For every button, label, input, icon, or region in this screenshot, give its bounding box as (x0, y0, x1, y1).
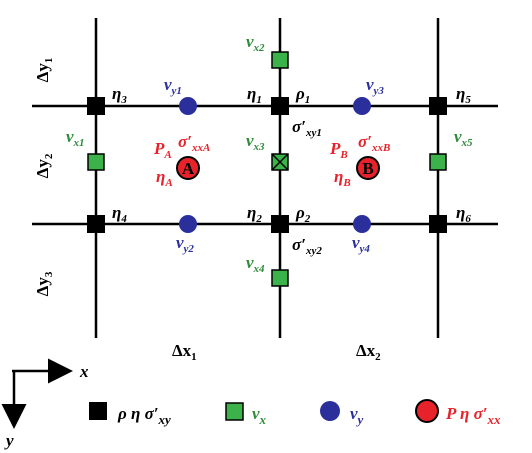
rho2-label: ρ2 (295, 203, 311, 225)
cell-B-labels: PB σ′xxB ηB (329, 132, 390, 189)
pressure-node-A-marker: A (182, 159, 195, 178)
legend-vx-swatch (225, 402, 244, 421)
basic-node-eta6 (429, 215, 447, 233)
legend-vy-label: vy (350, 404, 364, 427)
rho1-label: ρ1 (295, 84, 310, 106)
eta5-label: η5 (456, 84, 471, 106)
vx-node-1 (87, 153, 105, 171)
basic-node-eta2 (271, 215, 289, 233)
vy-node-2 (179, 215, 197, 233)
dy2-label: Δy2 (33, 153, 55, 178)
vx-node-2 (271, 51, 289, 69)
sxy1-label: σ′xy1 (292, 117, 322, 139)
basic-node-labels: η3 η1 ρ1 σ′xy1 η5 η4 η2 ρ2 σ′xy2 η6 (112, 84, 471, 257)
x-axis-label: x (79, 362, 89, 381)
vy4-label: vy4 (352, 233, 370, 255)
basic-node-eta1 (271, 97, 289, 115)
vy-node-1 (179, 97, 197, 115)
pressure-node-B (356, 156, 380, 180)
spacing-labels: Δy1 Δy2 Δy3 Δx1 Δx2 (33, 58, 381, 363)
cell-A-sigma-label: σ′xxA (178, 132, 210, 154)
legend-pressure-swatch (415, 399, 439, 423)
vx5-label: vx5 (454, 127, 473, 149)
eta2-label: η2 (247, 203, 262, 225)
vy-node-4 (353, 215, 371, 233)
vx-labels: vx2 vx1 vx3 vx5 vx4 (66, 32, 473, 275)
legend: ρ η σ′xy vx vy P η σ′xx (89, 399, 501, 427)
vx4-label: vx4 (246, 253, 265, 275)
vx-node-5 (429, 153, 447, 171)
legend-pressure-label: P η σ′xx (445, 404, 501, 427)
legend-vx-label: vx (252, 404, 267, 427)
pressure-nodes: A B (176, 156, 380, 180)
dy3-label: Δy3 (33, 271, 55, 296)
basic-node-eta3 (87, 97, 105, 115)
legend-basic-label: ρ η σ′xy (117, 404, 171, 427)
vy2-label: vy2 (176, 233, 194, 255)
eta4-label: η4 (112, 203, 127, 225)
vx2-label: vx2 (246, 32, 265, 54)
cell-A-labels: PA σ′xxA ηA (153, 132, 210, 189)
vy-nodes (179, 97, 371, 233)
pressure-node-B-marker: B (362, 159, 373, 178)
vx1-label: vx1 (66, 127, 85, 149)
vx3-label: vx3 (246, 131, 265, 153)
grid-lines (32, 18, 498, 338)
vy-node-3 (353, 97, 371, 115)
eta1-label: η1 (247, 84, 262, 106)
eta3-label: η3 (112, 84, 127, 106)
cell-B-pressure-label: PB (329, 139, 348, 161)
vx3-cross-mark (271, 153, 289, 171)
cell-B-sigma-label: σ′xxB (358, 132, 390, 154)
cell-B-eta-label: ηB (334, 167, 351, 189)
vy-labels: vy1 vy3 vy2 vy4 (164, 75, 384, 255)
eta6-label: η6 (456, 203, 471, 225)
vy1-label: vy1 (164, 75, 182, 97)
basic-nodes (87, 97, 447, 233)
legend-basic-swatch (89, 402, 107, 420)
cell-A-eta-label: ηA (156, 167, 173, 189)
pressure-node-A (176, 156, 200, 180)
dx2-label: Δx2 (356, 341, 381, 363)
vx-node-4 (271, 269, 289, 287)
legend-vy-swatch (320, 401, 340, 421)
dy1-label: Δy1 (33, 58, 55, 83)
coordinate-axes (1, 358, 73, 429)
y-axis-label: y (4, 431, 14, 450)
sxy2-label: σ′xy2 (292, 235, 322, 257)
basic-node-eta4 (87, 215, 105, 233)
basic-node-eta5 (429, 97, 447, 115)
vx-nodes (87, 51, 447, 287)
cell-A-pressure-label: PA (153, 139, 172, 161)
vy3-label: vy3 (366, 75, 384, 97)
dx1-label: Δx1 (172, 341, 197, 363)
